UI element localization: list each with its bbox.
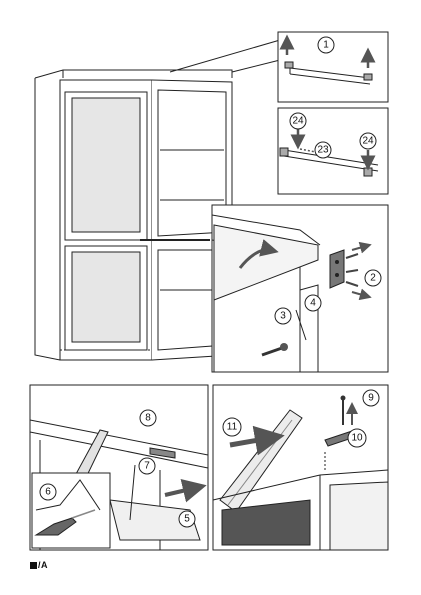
callout-label: 7 (144, 461, 150, 472)
callout-6 (39, 483, 57, 501)
callout-label: 11 (227, 422, 238, 433)
callout-7 (138, 457, 156, 475)
callout-5 (178, 510, 196, 528)
callout-3 (274, 307, 292, 325)
right-arrow-icon (351, 241, 372, 254)
callout-23 (314, 141, 332, 159)
black-square-icon (30, 562, 37, 569)
right-arrow-icon (229, 425, 285, 456)
callout-2 (364, 269, 382, 287)
callout-label: 9 (368, 393, 374, 404)
callout-label: 24 (292, 116, 304, 127)
callout-label: 3 (280, 311, 286, 322)
callout-label: 1 (323, 40, 329, 51)
document-code-text: /A (38, 560, 48, 570)
curved-arrow-icon (238, 239, 279, 269)
right-arrow-icon (351, 288, 372, 301)
callout-label: 23 (317, 145, 329, 156)
callout-label: 4 (310, 298, 316, 309)
callout-label: 2 (370, 273, 376, 284)
callout-11 (222, 417, 242, 437)
right-arrow-icon (164, 479, 207, 503)
callout-labels: 1 24 23 24 2 3 4 8 7 6 5 11 9 10 (45, 40, 376, 525)
callout-10 (347, 428, 367, 448)
fridge-cabinet (34, 39, 281, 361)
callout-label: 5 (184, 514, 190, 525)
callout-24-right (359, 132, 377, 150)
callout-label: 6 (45, 487, 51, 498)
callout-8 (139, 409, 157, 427)
detail-panel-step-9-11 (212, 384, 389, 551)
callout-4 (304, 294, 322, 312)
callout-9 (362, 389, 380, 407)
callout-label: 24 (362, 136, 374, 147)
callout-label: 8 (145, 413, 151, 424)
callout-label: 10 (351, 433, 363, 444)
callout-24-left (289, 112, 307, 130)
document-code: /A (30, 560, 48, 570)
detail-panel-step-2-4 (211, 204, 389, 373)
callouts (39, 36, 382, 528)
callout-1 (317, 36, 335, 54)
detail-panel-step-5-8 (29, 384, 209, 551)
